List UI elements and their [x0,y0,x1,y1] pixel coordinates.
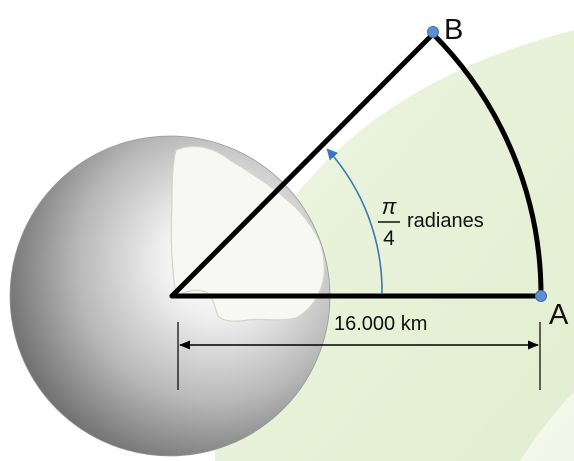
point-b-marker [427,26,439,38]
point-a-marker [535,290,547,302]
distance-label: 16.000 km [334,313,427,335]
angle-unit-label: radianes [407,210,484,232]
angle-fraction-denominator: 4 [383,227,395,250]
angle-fraction-numerator: π [382,194,398,219]
radius-line-b [169,31,436,299]
continent-shape [170,145,326,322]
angle-arrow [326,148,383,295]
point-a-label: A [549,299,569,331]
point-b-label: B [444,14,463,46]
arc-a-to-b [430,31,544,299]
background-glow-band [520,392,574,461]
